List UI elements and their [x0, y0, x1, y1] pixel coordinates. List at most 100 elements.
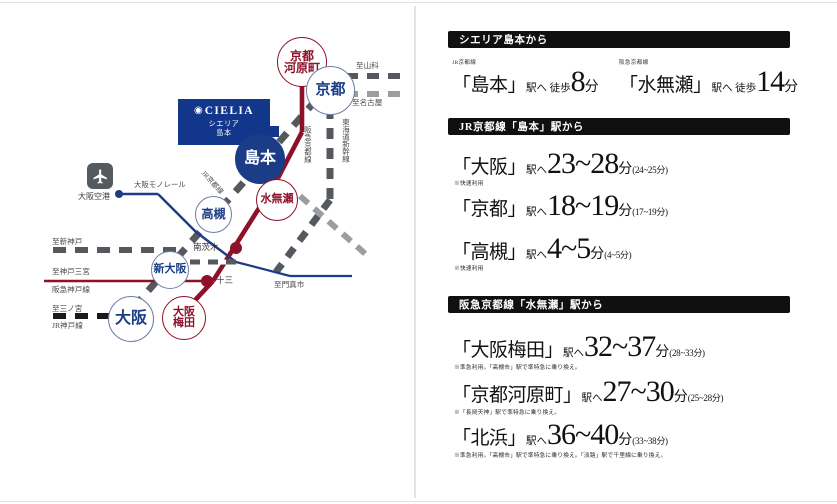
- entry-station-name: 「島本」: [452, 75, 527, 96]
- globe-icon: ◉: [193, 105, 203, 116]
- station-takatsuki-label: 高槻: [201, 207, 226, 222]
- cielia-brand-jp-line1: シエリア: [208, 120, 240, 128]
- station-kyoto: 京都: [306, 66, 355, 115]
- entry-alt-minutes: (24~25分): [632, 165, 668, 175]
- osaka-airport-icon: [87, 163, 113, 189]
- station-takatsuki: 高槻: [195, 196, 232, 233]
- entry-minutes-unit: 分: [618, 204, 633, 219]
- station-osaka-umeda: 大阪 梅田: [162, 296, 206, 340]
- access-entry-hankyu-kawaramachi: 「京都河原町」駅へ27~30分(25~28分): [452, 375, 724, 409]
- osaka-airport-label: 大阪空港: [78, 192, 110, 201]
- line-label-jr-kobe: JR神戸線: [52, 321, 83, 330]
- entry-minutes-unit: 分: [618, 162, 633, 177]
- entry-station-name: 「大阪」: [452, 157, 527, 178]
- direction-to-yamashina: 至山科: [356, 61, 379, 70]
- entry-station-name: 「京都」: [452, 199, 527, 220]
- access-note-jr-osaka: ※快速利用: [454, 181, 484, 187]
- entry-minutes-unit: 分: [618, 433, 633, 448]
- upper-right-diagonal-line: [298, 193, 372, 261]
- entry-station-name: 「高槻」: [452, 242, 527, 263]
- direction-to-nagoya: 至名古屋: [352, 98, 383, 107]
- direction-to-kobe-sannomiya: 至神戸三宮: [52, 267, 90, 276]
- entry-alt-minutes: (33~38分): [632, 436, 668, 446]
- entry-to-label: 駅へ: [563, 348, 585, 359]
- airport-monorail-node: [115, 190, 123, 198]
- entry-to-label: 駅へ 徒歩: [711, 83, 757, 94]
- entry-minutes: 8: [570, 65, 586, 98]
- airplane-icon: [92, 168, 107, 184]
- entry-alt-minutes: (4~5分): [604, 250, 632, 260]
- rail-lines: [44, 62, 400, 319]
- entry-line-label: 阪急京都線: [619, 60, 649, 66]
- station-shin-osaka-label: 新大阪: [153, 263, 187, 276]
- station-juso-label: 十三: [216, 275, 234, 285]
- station-kyoto-kawaramachi-label: 京都 河原町: [283, 48, 320, 75]
- entry-to-label: 駅へ: [526, 436, 548, 447]
- entry-alt-minutes: (17~19分): [632, 207, 668, 217]
- section-heading-from-hankyu-minase: 阪急京都線「水無瀬」駅から: [448, 296, 790, 313]
- juso-dot: [201, 275, 213, 287]
- access-note-hankyu-kitahama: ※準急利用。「高槻市」駅で準特急に乗り換え。「淡路」駅で千里線に乗り換え。: [454, 453, 667, 459]
- entry-to-label: 駅へ: [526, 165, 548, 176]
- entry-to-label: 駅へ 徒歩: [526, 83, 571, 94]
- entry-minutes: 23~28: [547, 147, 619, 180]
- osaka-monorail-line: [120, 192, 237, 263]
- entry-minutes-unit: 分: [784, 80, 799, 95]
- entry-minutes: 32~37: [584, 330, 656, 363]
- access-info-panel: シエリア島本から JR京都線 「島本」駅へ 徒歩8分 阪急京都線 「水無瀬」駅へ…: [414, 0, 837, 504]
- cielia-brand-jp: シエリア 島本: [178, 120, 270, 138]
- line-label-hankyu-kobe: 阪急神戸線: [52, 285, 90, 294]
- entry-minutes: 36~40: [547, 418, 619, 451]
- station-minase-label: 水無瀬: [260, 193, 294, 206]
- entry-station-name: 「大阪梅田」: [452, 340, 564, 361]
- direction-to-sannomiya: 至三ノ宮: [52, 304, 83, 313]
- station-shimamoto-label: 島本: [243, 149, 276, 167]
- frame-bottom-rule: [0, 501, 837, 502]
- entry-station-name: 「京都河原町」: [452, 385, 582, 406]
- entry-minutes-unit: 分: [584, 80, 599, 95]
- access-entry-hankyu-kitahama: 「北浜」駅へ36~40分(33~38分): [452, 418, 668, 452]
- section-heading-from-cielia: シエリア島本から: [448, 31, 790, 48]
- access-note-hankyu-umeda: ※準急利用。「高槻市」駅で準特急に乗り換え。: [454, 365, 581, 371]
- line-label-tokaido-shinkansen: 東海道新幹線: [341, 118, 351, 163]
- minami-ibaraki-dot: [230, 242, 242, 254]
- station-osaka-umeda-label: 大阪 梅田: [173, 305, 195, 329]
- entry-minutes: 4~5: [547, 232, 591, 265]
- cielia-brand-en: CIELIA: [204, 105, 255, 117]
- station-shin-osaka: 新大阪: [151, 251, 189, 289]
- access-entry-hankyu-umeda: 「大阪梅田」駅へ32~37分(28~33分): [452, 330, 705, 364]
- access-entry-jr-osaka: 「大阪」駅へ23~28分(24~25分): [452, 147, 668, 181]
- entry-station-name: 「水無瀬」: [619, 75, 712, 96]
- entry-to-label: 駅へ: [526, 250, 548, 261]
- station-shimamoto: 島本: [235, 134, 285, 184]
- entry-minutes: 18~19: [547, 189, 619, 222]
- direction-to-shin-kobe: 至新神戸: [52, 237, 83, 246]
- frame-top-rule: [0, 2, 837, 3]
- line-label-hankyu-kyoto: 阪急京都線: [303, 126, 313, 163]
- station-minase: 水無瀬: [256, 179, 298, 221]
- station-kyoto-label: 京都: [315, 81, 346, 98]
- cielia-brand-name: ◉CIELIA: [178, 105, 270, 117]
- cielia-brand-jp-line2: 島本: [216, 129, 232, 138]
- entry-minutes-unit: 分: [673, 390, 688, 405]
- access-entry-jr-kyoto: 「京都」駅へ18~19分(17~19分): [452, 189, 668, 223]
- section-heading-from-jr-shimamoto: JR京都線「島本」駅から: [448, 118, 790, 135]
- property-callout-marker: [268, 126, 279, 137]
- kyoto-right-stubs: [346, 73, 400, 97]
- entry-line-label: JR京都線: [452, 60, 477, 66]
- access-note-hankyu-kawaramachi: ※「長岡天神」駅で準特急に乗り換え。: [454, 410, 561, 416]
- access-entry-minase-walk: 阪急京都線 「水無瀬」駅へ 徒歩14分: [619, 58, 798, 99]
- entry-minutes-unit: 分: [590, 247, 605, 262]
- line-label-osaka-monorail: 大阪モノレール: [134, 180, 186, 189]
- station-osaka: 大阪: [108, 296, 154, 342]
- entry-station-name: 「北浜」: [452, 428, 527, 449]
- entry-alt-minutes: (28~33分): [669, 348, 705, 358]
- entry-minutes-unit: 分: [655, 345, 670, 360]
- access-entry-jr-takatsuki: 「高槻」駅へ4~5分(4~5分): [452, 232, 632, 266]
- entry-to-label: 駅へ: [581, 393, 603, 404]
- entry-minutes: 27~30: [602, 375, 675, 408]
- entry-minutes: 14: [756, 65, 785, 98]
- access-entry-shimamoto-walk: JR京都線 「島本」駅へ 徒歩8分: [452, 58, 599, 99]
- station-osaka-label: 大阪: [114, 309, 147, 327]
